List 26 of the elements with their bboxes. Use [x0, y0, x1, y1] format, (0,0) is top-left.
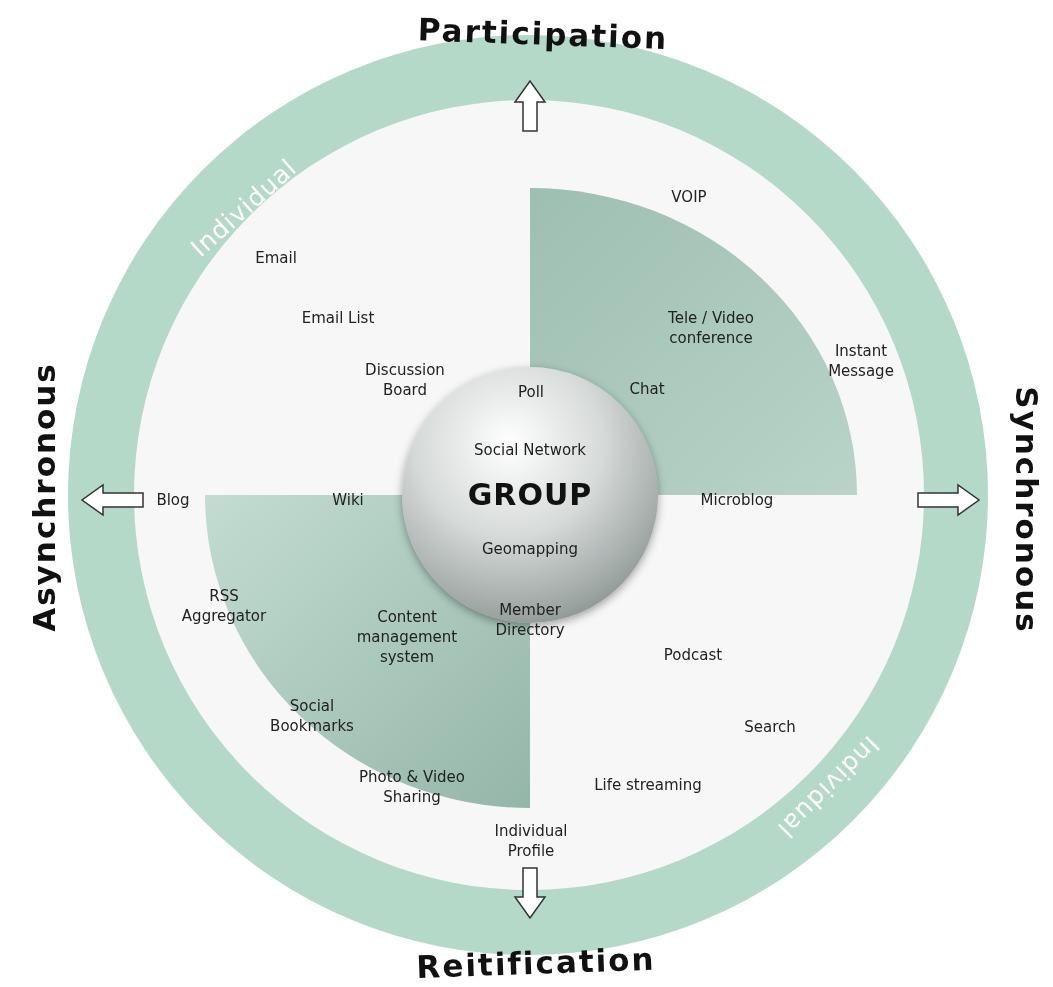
tool-label: RSS Aggregator [180, 586, 268, 626]
tool-label: Blog [156, 490, 190, 510]
tool-label: Photo & Video Sharing [357, 767, 467, 807]
tool-label: Microblog [700, 490, 774, 510]
tool-label: Wiki [332, 490, 364, 510]
axis-heading: Synchronous [1008, 386, 1047, 634]
tool-label: Member Directory [494, 600, 566, 640]
axis-heading: Reitification [415, 939, 657, 987]
tool-label: Social Network [473, 440, 587, 460]
tool-label: Geomapping [480, 539, 580, 559]
tool-label: Individual Profile [493, 821, 569, 861]
tool-label: Podcast [663, 645, 723, 665]
tool-label: Content management system [355, 607, 459, 667]
tool-label: Instant Message [827, 341, 895, 381]
tool-label: Search [744, 717, 796, 736]
axis-heading: Asynchronous [24, 362, 63, 632]
tool-label: Chat [629, 379, 665, 399]
axis-heading: Participation [417, 10, 669, 59]
center-title: GROUP [466, 475, 594, 514]
tool-label: Poll [518, 382, 544, 402]
tool-label: Email List [301, 308, 375, 328]
tool-label: Social Bookmarks [269, 696, 355, 736]
tool-label: Life streaming [594, 775, 702, 795]
tool-label: VOIP [671, 187, 707, 207]
tool-label: Discussion Board [364, 360, 446, 400]
tool-label: Tele / Video conference [667, 308, 755, 348]
